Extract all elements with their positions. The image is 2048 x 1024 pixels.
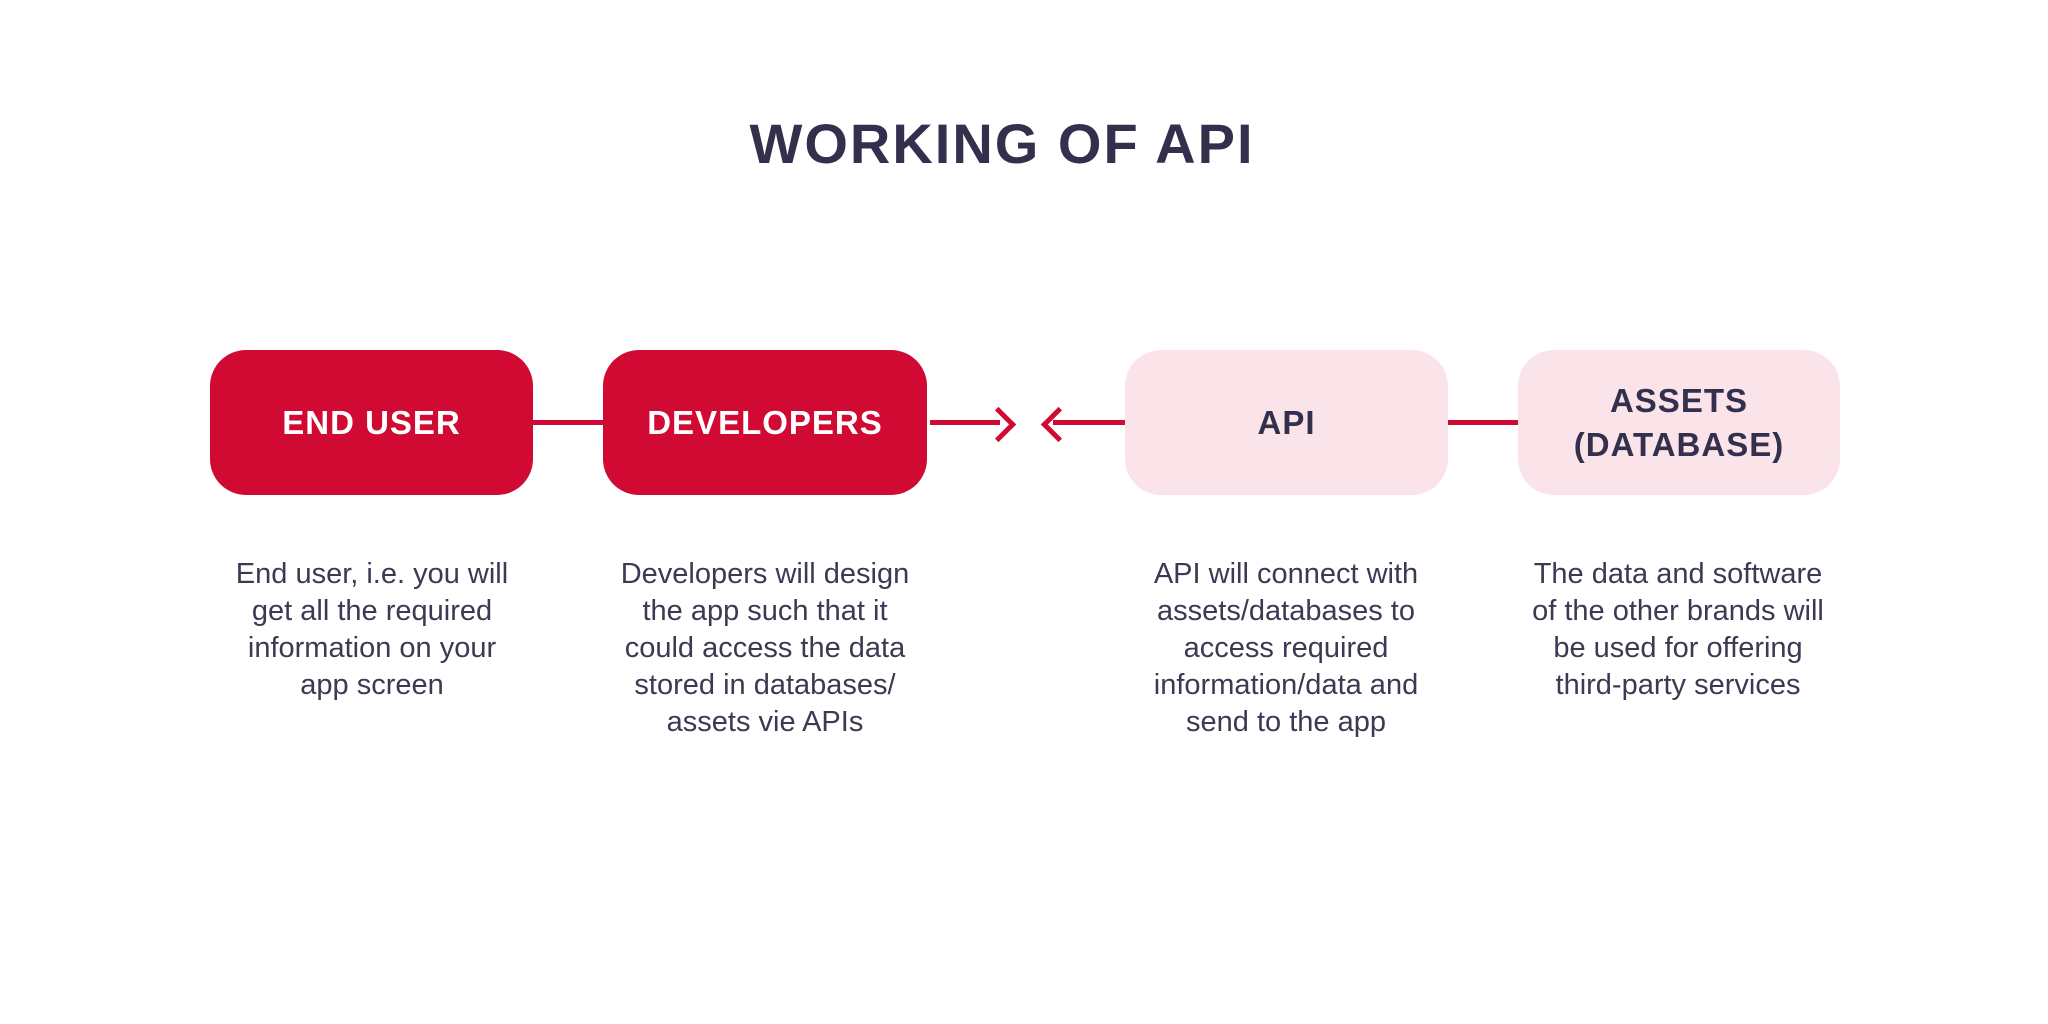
node-developers-label: DEVELOPERS xyxy=(647,403,883,441)
node-developers: DEVELOPERS xyxy=(603,350,927,495)
description-line: send to the app xyxy=(1186,706,1386,738)
node-end-user-label: END USER xyxy=(282,403,461,441)
description-line: access required xyxy=(1183,632,1389,664)
arrow-right-icon xyxy=(980,406,1017,443)
connector-api-assets xyxy=(1448,420,1518,425)
diagram-title: WORKING OF API xyxy=(749,112,1255,175)
description-line: app screen xyxy=(300,669,444,701)
description-assets-database: The data and software of the other brand… xyxy=(1488,556,1868,704)
description-line: get all the required xyxy=(251,595,493,627)
description-line: End user, i.e. you will xyxy=(235,558,509,590)
node-assets-database: ASSETS (DATABASE) xyxy=(1518,350,1840,495)
description-developers: Developers will design the app such that… xyxy=(575,556,955,741)
description-line: be used for offering xyxy=(1553,632,1803,664)
description-line: the app such that it xyxy=(642,595,888,627)
description-line: API will connect with xyxy=(1153,558,1419,590)
description-line: stored in databases/ xyxy=(634,669,896,701)
description-line: The data and software xyxy=(1533,558,1823,590)
description-line: Developers will design xyxy=(620,558,910,590)
arrow-right-shaft xyxy=(930,420,1000,425)
arrow-left-shaft xyxy=(1053,420,1125,425)
node-api-label: API xyxy=(1257,403,1316,441)
description-end-user: End user, i.e. you will get all the requ… xyxy=(182,556,562,704)
description-line: assets vie APIs xyxy=(666,706,864,738)
node-end-user: END USER xyxy=(210,350,533,495)
description-line: of the other brands will xyxy=(1532,595,1824,627)
description-line: information on your xyxy=(247,632,497,664)
description-line: could access the data xyxy=(624,632,906,664)
description-line: third-party services xyxy=(1555,669,1801,701)
description-line: information/data and xyxy=(1153,669,1419,701)
node-assets-label-line1: ASSETS xyxy=(1609,381,1749,419)
description-api: API will connect with assets/databases t… xyxy=(1096,556,1476,741)
node-api: API xyxy=(1125,350,1448,495)
description-line: assets/databases to xyxy=(1157,595,1415,627)
node-assets-label-line2: (DATABASE) xyxy=(1573,425,1785,463)
connector-enduser-developers xyxy=(533,420,603,425)
